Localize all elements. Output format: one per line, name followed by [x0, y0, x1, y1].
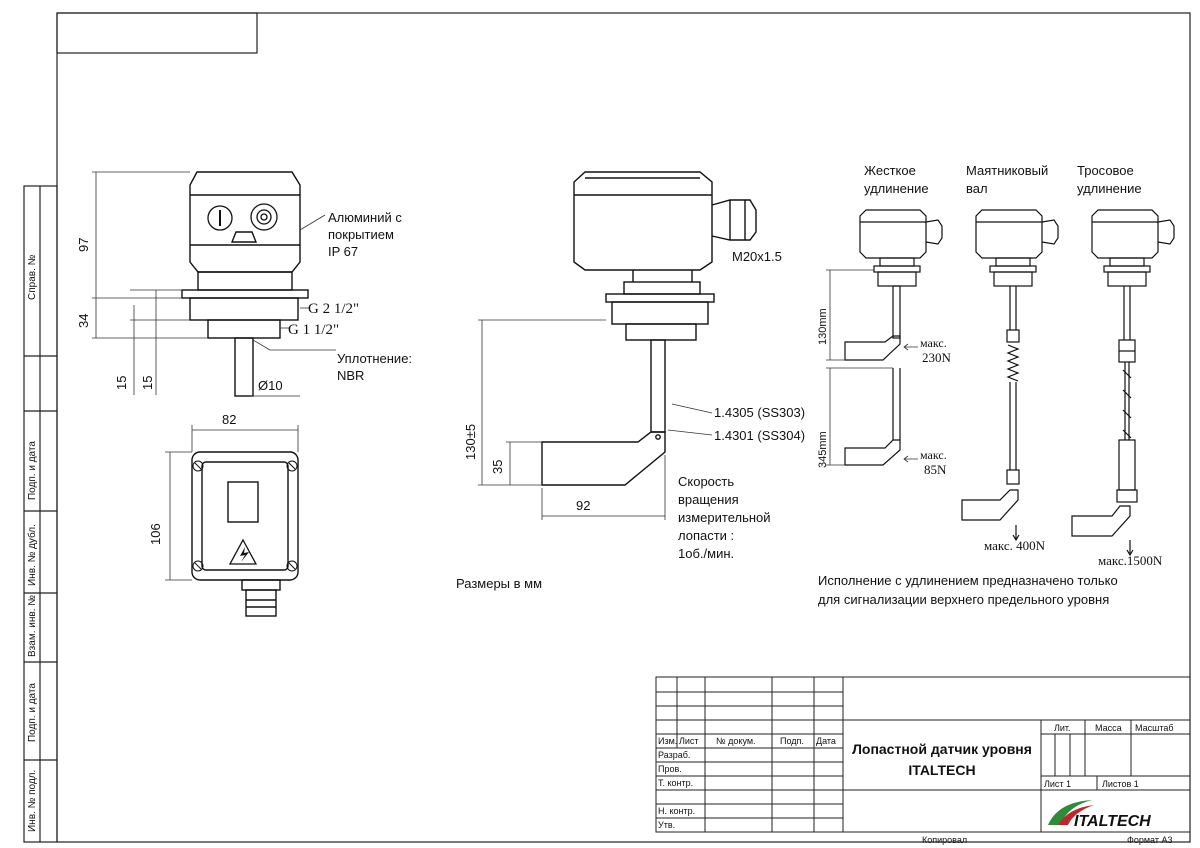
dim-82: 82: [222, 412, 236, 427]
speed-line3: измерительной: [678, 510, 771, 525]
dim-97: 97: [76, 238, 91, 252]
italtech-logo-icon: [1048, 800, 1094, 825]
max-400: макс. 400N: [984, 538, 1046, 553]
dim-15a: 15: [114, 376, 129, 390]
dim-92: 92: [576, 498, 590, 513]
tb-n-kontr: Н. контр.: [658, 806, 695, 816]
rigid-extension-dimensions: [826, 269, 918, 466]
material-line1: Алюминий с: [328, 210, 402, 225]
cable-heading-2: удлинение: [1077, 181, 1142, 196]
side-view-dimensions: [478, 319, 713, 520]
strip-vzam-inv-no: Взам. инв. №: [27, 595, 38, 657]
tb-izm: Изм.: [658, 736, 677, 746]
screw-icons: [192, 460, 298, 572]
dim-15b: 15: [140, 376, 155, 390]
rigid-heading-2: удлинение: [864, 181, 929, 196]
cable-heading-1: Тросовое: [1077, 163, 1134, 178]
front-view-gland-icon: [250, 203, 278, 231]
dim-diam10: Ø10: [258, 378, 283, 393]
seal-line2: NBR: [337, 368, 364, 383]
front-view-housing: [181, 171, 309, 397]
tb-listov-1: Листов 1: [1102, 779, 1139, 789]
tb-list-1: Лист 1: [1044, 779, 1071, 789]
italtech-logo-text: ITALTECH: [1074, 813, 1151, 830]
material-ss303: 1.4305 (SS303): [714, 405, 805, 420]
max-85: 85N: [924, 462, 947, 477]
tb-doc-no: № докум.: [716, 736, 756, 746]
drawing-title-line1: Лопастной датчик уровня: [852, 741, 1032, 757]
thread-g212: G 2 1/2": [308, 301, 359, 317]
rigid-heading-1: Жесткое: [864, 163, 916, 178]
top-view-housing: [191, 451, 299, 617]
dim-130-5: 130±5: [463, 424, 478, 460]
pendulum-heading-1: Маятниковый: [966, 163, 1048, 178]
extension-note-line1: Исполнение с удлинением предназначено то…: [818, 573, 1118, 588]
seal-line1: Уплотнение:: [337, 351, 412, 366]
cable-extension-drawing: [1071, 209, 1175, 557]
tb-utv: Утв.: [658, 820, 675, 830]
drawing-title-line2: ITALTECH: [908, 762, 975, 778]
speed-line5: 1об./мин.: [678, 546, 734, 561]
high-voltage-icon: [228, 538, 258, 565]
units-note: Размеры в мм: [456, 576, 542, 591]
top-view-dimensions: [165, 425, 299, 581]
tb-podp: Подп.: [780, 736, 804, 746]
front-view-dimensions: [92, 171, 336, 397]
pendulum-extension-drawing: [961, 209, 1059, 542]
tb-kopiroval: Копировал: [922, 835, 967, 845]
dim-106: 106: [148, 523, 163, 545]
tb-data: Дата: [816, 736, 836, 746]
front-view-window-icon: [207, 205, 233, 231]
title-block-grid: [655, 676, 1191, 833]
material-ss304: 1.4301 (SS304): [714, 428, 805, 443]
dim-130mm: 130mm: [817, 308, 829, 345]
max-label-1: макс.: [920, 336, 947, 350]
max-label-2: макс.: [920, 448, 947, 462]
tb-masshtab: Масштаб: [1135, 723, 1174, 733]
dim-34: 34: [76, 314, 91, 328]
max-230: 230N: [922, 350, 952, 365]
material-line3: IP 67: [328, 244, 358, 259]
strip-sprav-no: Справ. №: [27, 254, 38, 300]
rigid-extension-drawing: [844, 209, 943, 466]
speed-line4: лопасти :: [678, 528, 734, 543]
tb-format: Формат А3: [1127, 835, 1172, 845]
tb-t-kontr: Т. контр.: [658, 778, 693, 788]
max-1500: макс.1500N: [1098, 553, 1163, 568]
pendulum-heading-2: вал: [966, 181, 988, 196]
material-line2: покрытием: [328, 227, 394, 242]
speed-line2: вращения: [678, 492, 739, 507]
side-view-housing: [541, 171, 757, 486]
strip-podp-data-1: Подп. и дата: [27, 441, 38, 500]
sheet-frame: [23, 12, 1191, 843]
tb-prov: Пров.: [658, 764, 682, 774]
strip-podp-data-2: Подп. и дата: [27, 683, 38, 742]
extension-note-line2: для сигнализации верхнего предельного ур…: [818, 592, 1109, 607]
m20-label: M20x1.5: [732, 249, 782, 264]
tb-lit: Лит.: [1054, 723, 1071, 733]
strip-inv-no-podl: Инв. № подл.: [27, 770, 38, 832]
dim-345mm: 345mm: [817, 431, 829, 468]
speed-line1: Скорость: [678, 474, 734, 489]
thread-g112: G 1 1/2": [288, 322, 339, 338]
tb-list: Лист: [679, 736, 699, 746]
dim-35: 35: [490, 460, 505, 474]
tb-razrab: Разраб.: [658, 750, 690, 760]
strip-inv-no-dubl: Инв. № дубл.: [26, 524, 38, 586]
tb-massa: Масса: [1095, 723, 1122, 733]
